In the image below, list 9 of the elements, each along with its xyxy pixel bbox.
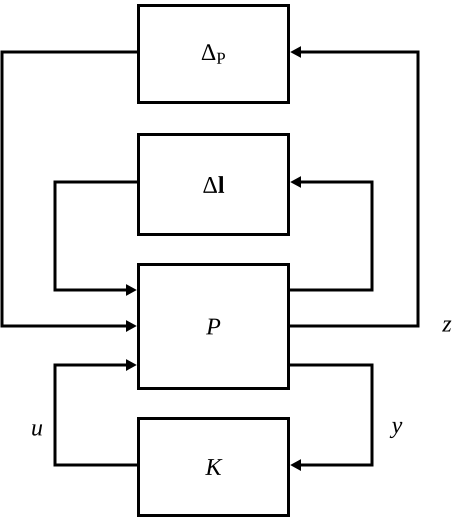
- block-box: Δl: [137, 133, 290, 236]
- edge-label: y: [390, 420, 404, 440]
- block-box: K: [137, 417, 290, 517]
- block-box: P: [137, 263, 290, 390]
- arrow: [290, 364, 374, 471]
- edge-label: z: [441, 320, 453, 332]
- block-box: Δ$_{P}$: [137, 4, 290, 104]
- edge-label: u: [30, 423, 44, 437]
- arrow: [54, 359, 137, 466]
